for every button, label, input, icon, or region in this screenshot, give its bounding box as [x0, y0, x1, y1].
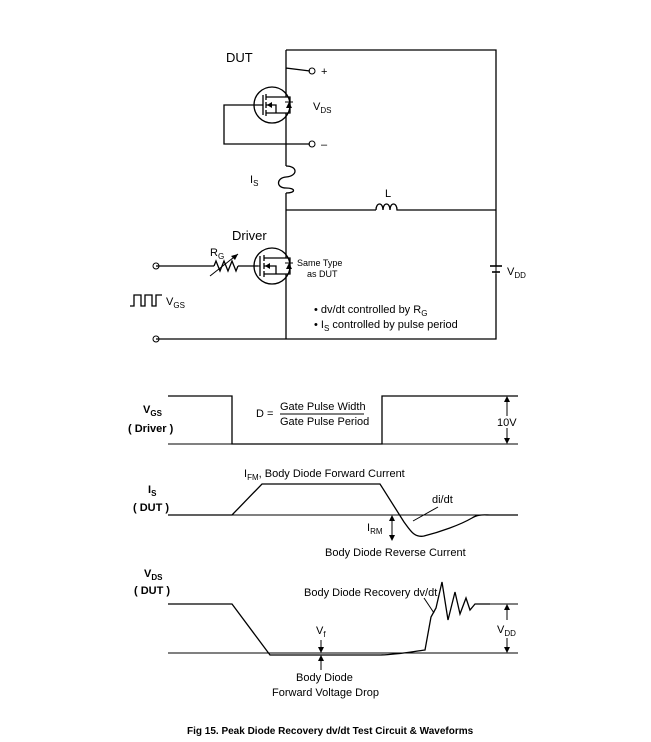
duty-numerator: Gate Pulse Width — [280, 401, 366, 413]
driver-label: Driver — [232, 228, 267, 243]
driver-mosfet-symbol — [253, 247, 293, 287]
duty-denominator: Gate Pulse Period — [280, 416, 369, 428]
ground-terminal — [152, 335, 160, 343]
duty-prefix: D = — [256, 408, 273, 420]
vdd-source-symbol — [490, 265, 502, 274]
vgs-row-label-line2: ( Driver ) — [128, 423, 174, 435]
is-label: IS — [250, 174, 258, 188]
gate-resistor-symbol — [209, 253, 239, 277]
vds-row-label: VDS — [144, 568, 163, 582]
rg-label: RG — [210, 247, 224, 261]
inductor-label: L — [385, 188, 391, 200]
is-waveform — [168, 483, 518, 541]
same-type-label-line1: Same Type — [297, 258, 342, 268]
vdd-wave-label: VDD — [497, 624, 516, 638]
vdd-label: VDD — [507, 266, 526, 280]
vds-minus-terminal — [308, 140, 316, 148]
dut-mosfet-symbol — [223, 86, 293, 145]
waveforms: VGS ( Driver ) D = Gate Pulse Width Gate… — [128, 395, 518, 699]
dut-label: DUT — [226, 50, 253, 65]
reverse-current-label: Body Diode Reverse Current — [325, 547, 466, 559]
didt-label: di/dt — [432, 494, 453, 506]
recovery-label: Body Diode Recovery dv/dt — [304, 587, 437, 599]
test-circuit: DUT + – VDS IS L Driver RG Same Type as … — [130, 49, 526, 343]
vds-label: VDS — [313, 101, 331, 115]
is-row-label: IS — [148, 484, 157, 498]
vds-minus-sign: – — [321, 139, 328, 151]
circuit-wires — [156, 49, 497, 340]
vds-plus-terminal — [308, 67, 316, 75]
ifm-label: IFM, Body Diode Forward Current — [244, 468, 405, 482]
is-row-label-line2: ( DUT ) — [133, 502, 169, 514]
vgs-row-label: VGS — [143, 404, 163, 418]
gate-input-terminal — [152, 262, 160, 270]
vgs-pulse-symbol — [130, 294, 162, 307]
current-probe-symbol — [277, 165, 296, 194]
note-dvdt: • dv/dt controlled by RG — [314, 304, 427, 318]
vds-row-label-line2: ( DUT ) — [134, 585, 170, 597]
vgs-label: VGS — [166, 296, 185, 310]
figure-caption: Fig 15. Peak Diode Recovery dv/dt Test C… — [187, 726, 474, 737]
amplitude-label: 10V — [497, 417, 517, 429]
vds-waveform — [168, 581, 518, 670]
body-diode-label-line2: Forward Voltage Drop — [272, 687, 379, 699]
vgs-waveform — [168, 395, 518, 445]
irm-label: IRM — [367, 522, 383, 536]
vf-label: Vf — [316, 625, 326, 639]
vds-plus-sign: + — [321, 66, 327, 78]
same-type-label-line2: as DUT — [307, 269, 338, 279]
note-is-pulse: • IS controlled by pulse period — [314, 319, 458, 333]
inductor-symbol — [375, 203, 400, 211]
body-diode-label-line1: Body Diode — [296, 672, 353, 684]
